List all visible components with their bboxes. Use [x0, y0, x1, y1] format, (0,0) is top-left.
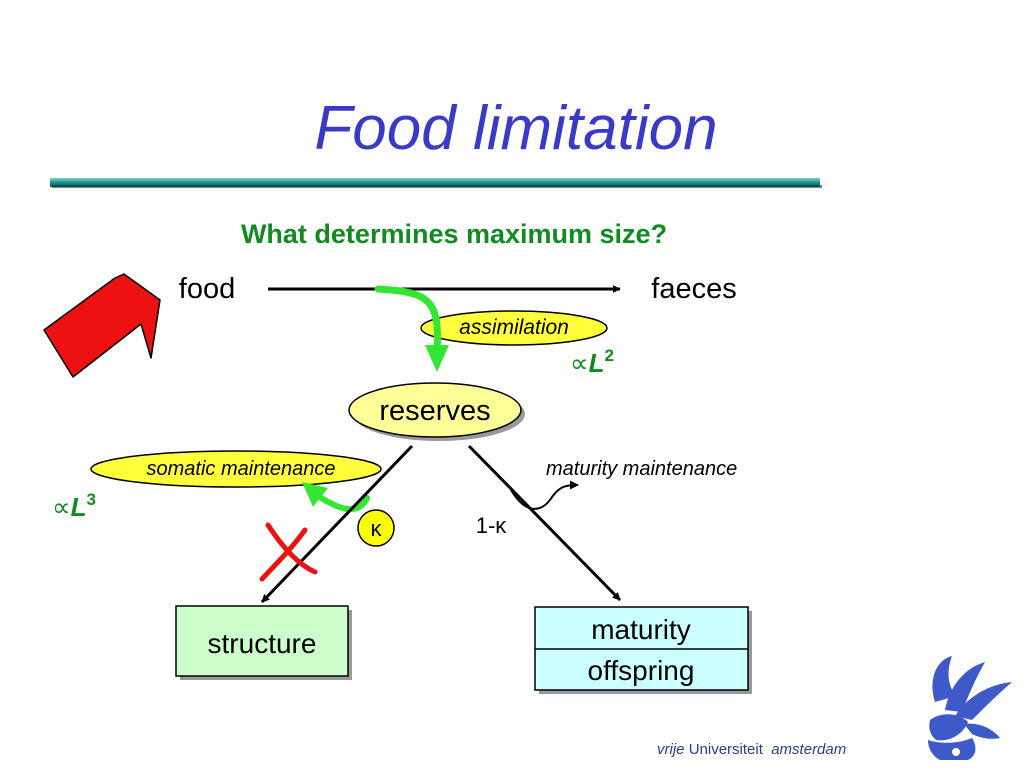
somatic-maintenance-ellipse — [90, 450, 382, 488]
somatic-maintenance-label: somatic maintenance — [147, 458, 336, 480]
maturity-label: maturity — [591, 614, 691, 645]
reserves-to-structure-arrow — [260, 444, 414, 604]
assimilation-ellipse — [420, 310, 608, 346]
red-pointer-arrow-icon — [43, 273, 161, 378]
reserves-to-maturity-arrow — [467, 444, 622, 602]
question-heading: What determines maximum size? — [240, 219, 668, 249]
reserves-label: reserves — [379, 395, 490, 427]
title-underline — [50, 178, 822, 188]
offspring-label: offspring — [588, 655, 695, 686]
food-label: food — [179, 273, 235, 305]
wordmark-amsterdam: amsterdam — [771, 741, 847, 758]
reserves-ellipse — [348, 382, 522, 438]
assimilation-label: assimilation — [459, 316, 569, 339]
maturity-maintenance-arrow — [510, 480, 579, 510]
wordmark-vrije: vrije — [657, 741, 685, 758]
faeces-label: faeces — [651, 273, 736, 305]
one-minus-kappa-label: 1-κ — [476, 513, 508, 538]
red-cross-icon — [259, 522, 318, 582]
university-griffin-logo-icon — [928, 656, 1012, 760]
assimilation-scaling: ∝L2 — [570, 346, 614, 378]
kappa-badge — [357, 509, 395, 547]
kappa-label: κ — [371, 516, 383, 541]
structure-label: structure — [208, 628, 317, 659]
somatic-green-arrow-icon — [302, 482, 370, 513]
structure-box — [175, 605, 349, 677]
assimilation-green-arrow-icon — [374, 285, 449, 372]
maturity-maintenance-label: maturity maintenance — [546, 458, 737, 480]
wordmark-universiteit: Universiteit — [688, 741, 763, 758]
somatic-scaling: ∝L3 — [52, 490, 96, 522]
slide-title: Food limitation — [314, 94, 718, 163]
university-wordmark: vrije Universiteit amsterdam — [657, 741, 846, 758]
